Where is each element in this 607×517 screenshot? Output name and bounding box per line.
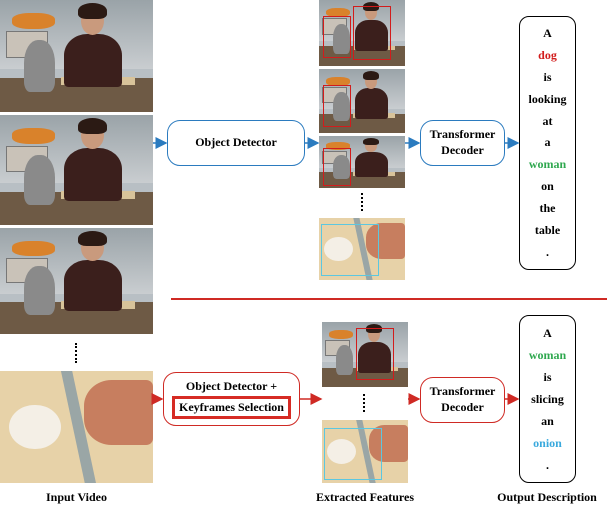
- bottom-decoder-label-line1: Transformer: [429, 384, 496, 399]
- object-detector-box: Object Detector: [167, 120, 305, 166]
- top-output-word: dog: [538, 48, 557, 63]
- pipeline-divider: [171, 298, 607, 300]
- input-frame-1: [0, 0, 153, 112]
- od-keyframes-label-line1: Object Detector +: [185, 378, 278, 393]
- top-output-word: on: [541, 179, 554, 194]
- top-output-word: table: [534, 222, 561, 237]
- top-feature-frame-1: [319, 0, 405, 66]
- input-frame-3: [0, 228, 153, 334]
- extracted-features-caption: Extracted Features: [315, 490, 415, 504]
- output-description-caption: Output Description: [497, 490, 597, 504]
- top-output-word: looking: [528, 91, 567, 106]
- bottom-output-word: is: [543, 369, 552, 384]
- top-decoder-label-line1: Transformer: [429, 127, 496, 142]
- keyframes-selection-label: Keyframes Selection: [172, 395, 291, 420]
- top-output-word: A: [543, 26, 552, 41]
- top-output-word: at: [542, 113, 553, 128]
- top-feature-closeup: [319, 218, 405, 280]
- bottom-decoder-label-line2: Decoder: [441, 400, 484, 414]
- object-detector-keyframes-box: Object Detector + Keyframes Selection: [163, 372, 300, 426]
- top-output-description: A dog is looking at a woman on the table…: [519, 16, 576, 270]
- bottom-output-word: woman: [528, 347, 567, 362]
- top-output-word: a: [544, 135, 551, 150]
- bottom-feature-closeup: [322, 420, 408, 483]
- object-detector-label: Object Detector: [195, 135, 277, 150]
- input-frame-2: [0, 115, 153, 225]
- bottom-output-word: onion: [533, 435, 562, 450]
- input-ellipsis: [75, 343, 80, 363]
- top-feature-frame-3: [319, 136, 405, 188]
- top-features-ellipsis: [361, 193, 366, 211]
- top-output-word: .: [546, 244, 549, 259]
- top-output-word: the: [539, 200, 556, 215]
- input-video-caption: Input Video: [45, 490, 108, 504]
- top-decoder-label-line2: Decoder: [441, 143, 484, 157]
- top-transformer-decoder-box: Transformer Decoder: [420, 120, 505, 166]
- top-output-word: woman: [528, 157, 567, 172]
- bottom-transformer-decoder-box: Transformer Decoder: [420, 377, 505, 423]
- bottom-output-word: an: [541, 413, 554, 428]
- top-feature-frame-2: [319, 69, 405, 133]
- bottom-output-description: A woman is slicing an onion .: [519, 315, 576, 483]
- bottom-output-word: .: [546, 457, 549, 472]
- bottom-output-word: A: [543, 325, 552, 340]
- bottom-features-ellipsis: [363, 394, 368, 412]
- bottom-feature-frame-1: [322, 322, 408, 387]
- bottom-output-word: slicing: [531, 391, 564, 406]
- top-output-word: is: [543, 70, 552, 85]
- input-frame-closeup: [0, 371, 153, 483]
